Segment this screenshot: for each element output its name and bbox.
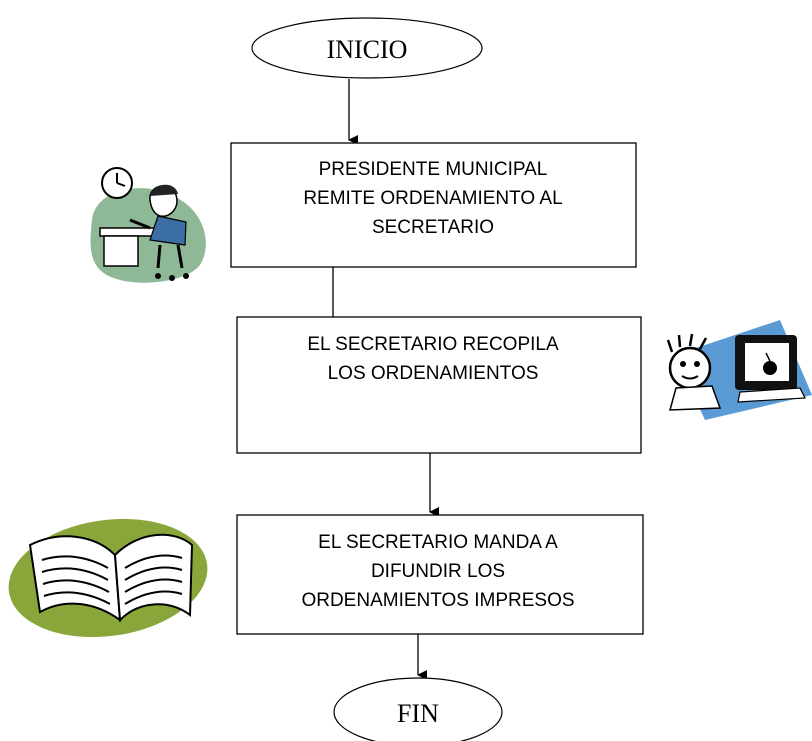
computer-user-icon bbox=[666, 320, 812, 420]
step2-line-2: LOS ORDENAMIENTOS bbox=[328, 363, 539, 384]
office-worker-clock-icon bbox=[90, 167, 206, 283]
start-label: INICIO bbox=[327, 35, 408, 64]
end-label: FIN bbox=[397, 699, 439, 728]
step3-line-3: ORDENAMIENTOS IMPRESOS bbox=[301, 590, 574, 611]
process-box-1 bbox=[230, 142, 637, 268]
process-step-2: EL SECRETARIO RECOPILA LOS ORDENAMIENTOS bbox=[236, 316, 642, 454]
process-box-2 bbox=[236, 316, 642, 454]
step1-line-2: REMITE ORDENAMIENTO AL bbox=[303, 188, 562, 209]
start-terminator: INICIO bbox=[251, 17, 483, 79]
step1-line-3: SECRETARIO bbox=[372, 217, 494, 238]
start-ellipse bbox=[251, 17, 483, 79]
end-terminator: FIN bbox=[333, 677, 503, 741]
step1-line-1: PRESIDENTE MUNICIPAL bbox=[319, 159, 548, 180]
process-step-3: EL SECRETARIO MANDA A DIFUNDIR LOS ORDEN… bbox=[236, 514, 644, 635]
step3-line-1: EL SECRETARIO MANDA A bbox=[318, 532, 558, 553]
end-ellipse bbox=[333, 677, 503, 741]
process-box-3 bbox=[236, 514, 644, 635]
step3-line-2: DIFUNDIR LOS bbox=[371, 561, 505, 582]
step2-line-1: EL SECRETARIO RECOPILA bbox=[307, 334, 559, 355]
process-step-1: PRESIDENTE MUNICIPAL REMITE ORDENAMIENTO… bbox=[230, 142, 637, 268]
open-book-icon bbox=[8, 518, 208, 638]
